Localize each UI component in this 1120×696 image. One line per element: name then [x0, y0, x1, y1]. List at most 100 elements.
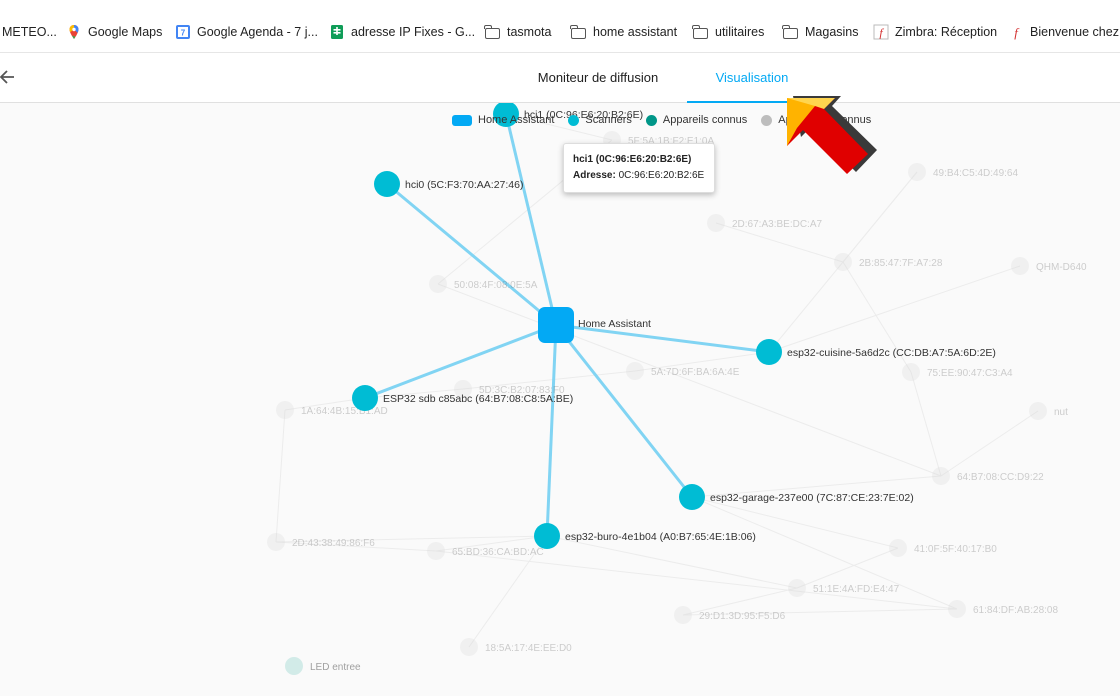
faint-edge: [275, 535, 548, 543]
unknown-device-label: 29:D1:3D:95:F5:D6: [699, 611, 786, 622]
device-dot: [707, 214, 725, 232]
scanner-dot: [352, 385, 378, 411]
tooltip-address-value: 0C:96:E6:20:B2:6E: [618, 170, 705, 181]
bookmark-adresse-ip[interactable]: adresse IP Fixes - G...: [329, 22, 475, 42]
unknown-device-node[interactable]: 50:08:4F:08:0E:5A: [429, 275, 538, 293]
scanner-dot: [534, 523, 560, 549]
unknown-device-node[interactable]: 61:84:DF:AB:28:08: [948, 600, 1058, 618]
unknown-device-node[interactable]: 5D:3C:B2:07:83:F0: [454, 380, 565, 398]
unknown-device-label: 18:5A:17:4E:EE:D0: [485, 643, 572, 654]
folder-icon: [570, 24, 587, 40]
tab-moniteur-de-diffusion[interactable]: Moniteur de diffusion: [537, 70, 659, 85]
unknown-device-label: 75:EE:90:47:C3:A4: [927, 368, 1013, 379]
device-dot: [626, 362, 644, 380]
svg-text:f: f: [879, 26, 884, 40]
unknown-device-node[interactable]: 64:B7:08:CC:D9:22: [932, 467, 1044, 485]
zimbra-icon: f: [1008, 24, 1024, 40]
faint-edge: [462, 370, 636, 390]
unknown-device-node[interactable]: 2D:43:38:49:86:F6: [267, 533, 375, 551]
scanner-node[interactable]: esp32-garage-237e00 (7C:87:CE:23:7E:02): [679, 484, 914, 510]
bookmark-folder-utilitaires[interactable]: utilitaires: [692, 22, 764, 42]
network-graph[interactable]: 5F:5A:1B:F2:E1:0A 49:B4:C5:4D:49:64 2D:67:…: [0, 103, 1120, 696]
faint-edge: [940, 410, 1039, 477]
faint-edge: [796, 547, 899, 589]
unknown-device-node[interactable]: LED entree: [285, 657, 361, 675]
scanner-link: [364, 323, 557, 400]
tab-visualisation[interactable]: Visualisation: [687, 53, 817, 103]
legend-item-known-devices[interactable]: Appareils connus: [645, 114, 747, 126]
scanner-dot: [374, 171, 400, 197]
unknown-device-node[interactable]: 29:D1:3D:95:F5:D6: [674, 606, 786, 624]
folder-icon: [484, 24, 501, 40]
unknown-device-node[interactable]: 41:0F:5F:40:17:B0: [889, 539, 997, 557]
unknown-device-node[interactable]: QHM-D640: [1011, 257, 1087, 275]
bookmark-folder-home-assistant[interactable]: home assistant: [570, 22, 677, 42]
scanner-node[interactable]: hci0 (5C:F3:70:AA:27:46): [374, 171, 523, 197]
unknown-device-label: 5F:5A:1B:F2:E1:0A: [628, 136, 714, 147]
bookmark-folder-magasins[interactable]: Magasins: [782, 22, 859, 42]
faint-edge: [691, 496, 899, 549]
unknown-device-label: LED entree: [310, 662, 361, 673]
faint-edge: [435, 535, 548, 552]
device-dot: [908, 163, 926, 181]
scanner-link: [386, 182, 557, 327]
unknown-device-node[interactable]: 65:BD:36:CA:BD:AC: [427, 542, 544, 560]
legend-item-scanners[interactable]: Scanners: [568, 114, 632, 126]
faint-edge: [437, 283, 942, 477]
legend-item-home-assistant[interactable]: Home Assistant: [452, 114, 554, 126]
scanner-dot: [756, 339, 782, 365]
hub-label: Home Assistant: [578, 318, 651, 330]
unknown-device-node[interactable]: 2D:67:A3:BE:DC:A7: [707, 214, 822, 232]
unknown-device-node[interactable]: 49:B4:C5:4D:49:64: [908, 163, 1018, 181]
device-dot: [948, 600, 966, 618]
bookmark-bienvenue[interactable]: f Bienvenue chez F: [1008, 22, 1120, 42]
scanner-dot: [493, 103, 519, 127]
scanner-node[interactable]: esp32-buro-4e1b04 (A0:B7:65:4E:1B:06): [534, 523, 756, 549]
faint-edge: [546, 535, 798, 589]
unknown-device-node[interactable]: 5A:7D:6F:BA:6A:4E: [626, 362, 740, 380]
unknown-device-label: 50:08:4F:08:0E:5A: [454, 280, 538, 291]
pointer-arrow-icon: [787, 96, 877, 174]
unknown-device-node[interactable]: 51:1E:4A:FD:E4:47: [788, 579, 900, 597]
faint-edge: [691, 496, 958, 610]
device-dot: [276, 401, 294, 419]
bookmark-zimbra[interactable]: f Zimbra: Réception: [873, 22, 997, 42]
scanner-node[interactable]: ESP32 sdb c85abc (64:B7:08:C8:5A:BE): [352, 385, 573, 411]
device-dot: [1011, 257, 1029, 275]
unknown-device-node[interactable]: 18:5A:17:4E:EE:D0: [460, 638, 572, 656]
unknown-device-node[interactable]: 2B:85:47:7F:A7:28: [834, 253, 943, 271]
bookmark-google-agenda[interactable]: 7 Google Agenda - 7 j...: [175, 22, 318, 42]
device-dot: [932, 467, 950, 485]
unknown-device-node[interactable]: 75:EE:90:47:C3:A4: [902, 363, 1013, 381]
device-dot: [267, 533, 285, 551]
scanner-link: [504, 113, 558, 326]
scanner-label: esp32-garage-237e00 (7C:87:CE:23:7E:02): [710, 492, 914, 504]
unknown-device-label: 2B:85:47:7F:A7:28: [859, 258, 943, 269]
bookmark-google-maps[interactable]: Google Maps: [66, 22, 162, 42]
faint-edge: [768, 171, 918, 353]
unknown-device-label: QHM-D640: [1036, 262, 1087, 273]
faint-edge: [364, 388, 464, 399]
unknown-device-label: 2D:67:A3:BE:DC:A7: [732, 219, 822, 230]
device-dot: [1029, 402, 1047, 420]
scanner-label: ESP32 sdb c85abc (64:B7:08:C8:5A:BE): [383, 393, 573, 405]
device-dot: [427, 542, 445, 560]
back-button[interactable]: [0, 65, 22, 89]
faint-edge: [505, 113, 613, 141]
unknown-device-label: 64:B7:08:CC:D9:22: [957, 472, 1044, 483]
scanner-node[interactable]: esp32-cuisine-5a6d2c (CC:DB:A7:5A:6D:2E): [756, 339, 996, 365]
scanner-link: [554, 324, 694, 498]
unknown-device-node[interactable]: 1A:64:4B:15:B1:AD: [276, 401, 388, 419]
unknown-device-node[interactable]: nut: [1029, 402, 1068, 420]
home-assistant-node[interactable]: Home Assistant: [538, 307, 651, 343]
scanner-node[interactable]: hci1 (0C:96:E6:20:B2:6E): [493, 103, 643, 127]
bookmark-meteo[interactable]: METEO...: [2, 25, 57, 39]
google-calendar-icon: 7: [175, 24, 191, 40]
faint-edge: [910, 371, 942, 477]
svg-text:f: f: [1014, 25, 1020, 40]
bookmark-folder-tasmota[interactable]: tasmota: [484, 22, 551, 42]
faint-edge: [715, 222, 844, 263]
device-dot: [674, 606, 692, 624]
square-icon: [452, 114, 472, 126]
device-dot: [889, 539, 907, 557]
